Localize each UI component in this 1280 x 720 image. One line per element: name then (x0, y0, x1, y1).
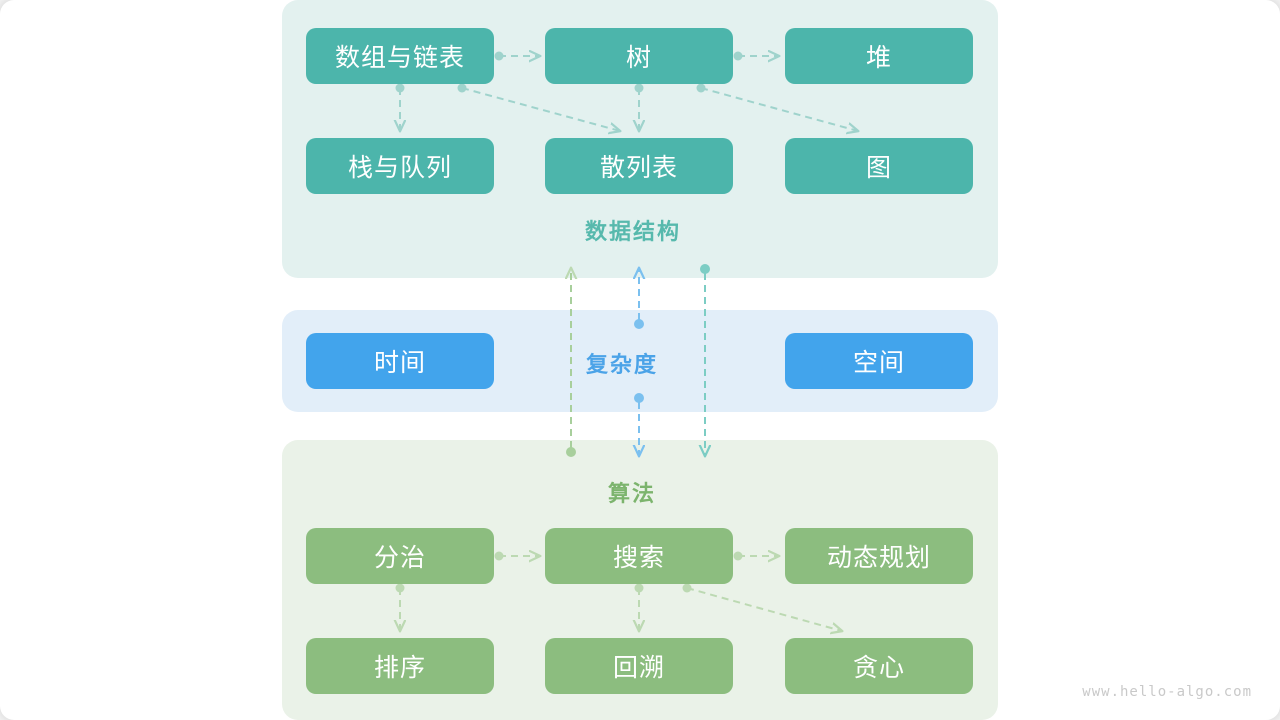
node-space[interactable]: 空间 (785, 333, 973, 389)
watermark-text: www.hello-algo.com (1082, 684, 1252, 700)
node-label: 回溯 (612, 654, 665, 682)
node-label: 数组与链表 (334, 44, 465, 72)
node-label: 空间 (852, 349, 905, 377)
node-label: 堆 (865, 44, 892, 72)
node-sorting[interactable]: 排序 (306, 638, 494, 694)
node-label: 动态规划 (826, 544, 931, 572)
node-stack-queue[interactable]: 栈与队列 (306, 138, 494, 194)
node-backtracking[interactable]: 回溯 (545, 638, 733, 694)
node-label: 排序 (373, 654, 426, 682)
node-label: 贪心 (852, 654, 905, 682)
node-graph[interactable]: 图 (785, 138, 973, 194)
section-caption-complexity: 复杂度 (586, 352, 659, 377)
node-array-linkedlist[interactable]: 数组与链表 (306, 28, 494, 84)
section-caption-data-structure: 数据结构 (585, 219, 682, 244)
node-label: 树 (625, 44, 652, 72)
node-label: 分治 (373, 544, 426, 572)
node-dynamic-programming[interactable]: 动态规划 (785, 528, 973, 584)
node-heap[interactable]: 堆 (785, 28, 973, 84)
node-divide-conquer[interactable]: 分治 (306, 528, 494, 584)
node-label: 搜索 (612, 544, 665, 572)
node-hash-table[interactable]: 散列表 (545, 138, 733, 194)
node-label: 图 (865, 154, 892, 182)
node-label: 栈与队列 (347, 154, 452, 182)
node-label: 散列表 (599, 154, 678, 182)
node-time[interactable]: 时间 (306, 333, 494, 389)
node-label: 时间 (373, 349, 426, 377)
node-search[interactable]: 搜索 (545, 528, 733, 584)
node-greedy[interactable]: 贪心 (785, 638, 973, 694)
node-tree[interactable]: 树 (545, 28, 733, 84)
section-caption-algorithm: 算法 (608, 481, 657, 506)
